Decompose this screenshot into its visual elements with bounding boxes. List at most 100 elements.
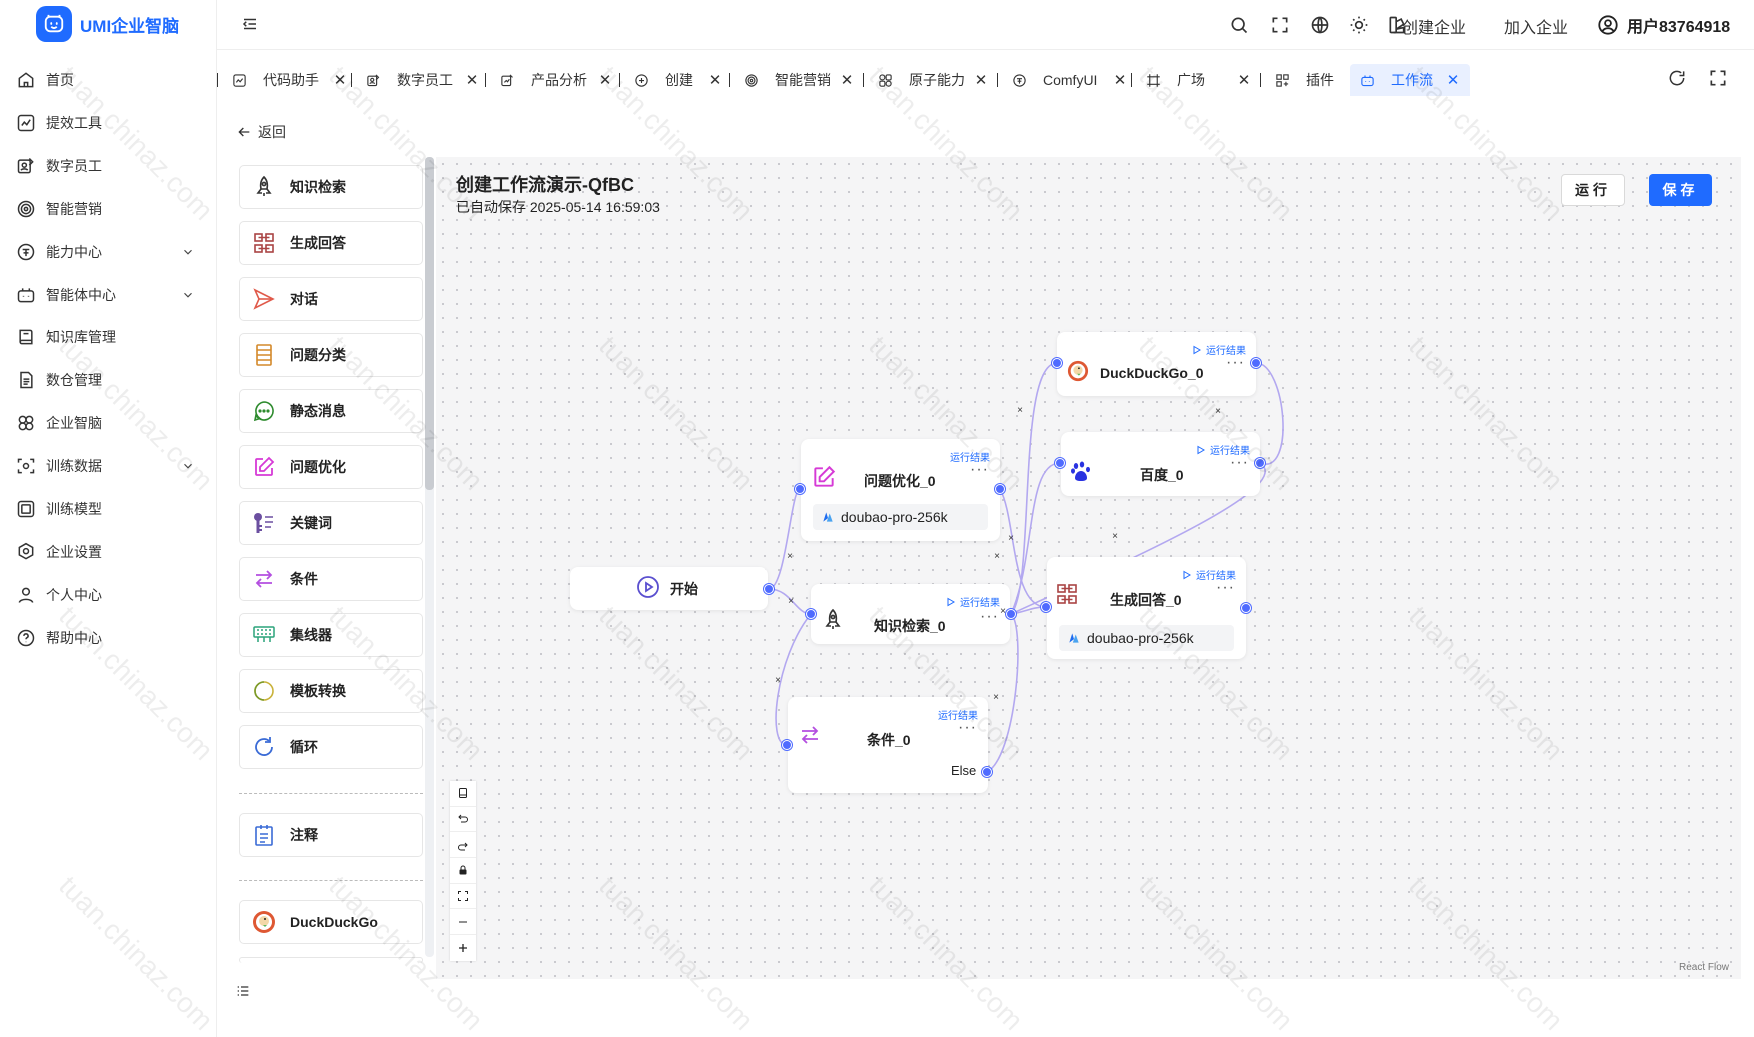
search-icon[interactable] (1229, 15, 1249, 35)
edge-delete-button[interactable]: × (787, 551, 793, 562)
handle-retrieve-out[interactable] (1006, 609, 1016, 619)
edge-delete-button[interactable]: × (1112, 531, 1118, 542)
handle-retrieve-in[interactable] (806, 609, 816, 619)
redo-button[interactable] (450, 832, 476, 859)
edge-delete-button[interactable]: × (1215, 406, 1221, 417)
chevron-down-icon[interactable] (181, 459, 195, 473)
node-optimize[interactable]: 运行结果 问题优化_0 ··· doubao-pro-256k (801, 439, 1000, 541)
palette-item[interactable]: 循环 (239, 725, 423, 769)
join-company-link[interactable]: 加入企业 (1504, 20, 1569, 37)
sidebar-item-13[interactable]: 帮助中心 (0, 618, 217, 658)
refresh-icon[interactable] (1667, 68, 1687, 88)
handle-baidu-out[interactable] (1255, 458, 1265, 468)
edge-retrieve-baidu[interactable] (1010, 462, 1061, 615)
zoom-in-button[interactable] (450, 935, 476, 961)
palette-item-note[interactable]: 注释 (239, 813, 423, 857)
handle-optimize-in[interactable] (795, 484, 805, 494)
tab-4[interactable]: 智能营销 ✕ (729, 64, 854, 96)
tab-close-icon[interactable]: ✕ (598, 72, 612, 89)
handle-start-out[interactable] (764, 584, 774, 594)
node-more-button[interactable]: ··· (1226, 354, 1245, 371)
edge-delete-button[interactable]: × (994, 551, 1000, 562)
list-icon[interactable] (235, 983, 251, 999)
sidebar-item-12[interactable]: 个人中心 (0, 575, 217, 615)
palette-item[interactable]: 条件 (239, 557, 423, 601)
sidebar-item-3[interactable]: 智能营销 (0, 189, 217, 229)
edge-retrieve-condition[interactable] (775, 613, 812, 746)
sidebar-item-11[interactable]: 企业设置 (0, 532, 217, 572)
tab-close-icon[interactable]: ✕ (708, 72, 722, 89)
tab-3[interactable]: 创建 ✕ (619, 64, 722, 96)
fit-view-button[interactable] (450, 884, 476, 910)
sidebar-item-4[interactable]: 能力中心 (0, 232, 217, 272)
handle-duckduckgo-out[interactable] (1251, 358, 1261, 368)
edge-delete-button[interactable]: × (775, 675, 781, 686)
back-button[interactable]: 返回 (236, 122, 286, 142)
tab-close-icon[interactable]: ✕ (1237, 72, 1251, 89)
palette-item[interactable]: 静态消息 (239, 389, 423, 433)
node-answer[interactable]: 运行结果 生成回答_0 ··· doubao-pro-256k (1047, 557, 1246, 659)
palette-item[interactable]: 对话 (239, 277, 423, 321)
handle-baidu-in[interactable] (1055, 458, 1065, 468)
node-retrieve[interactable]: 运行结果 知识检索_0 ··· (811, 584, 1010, 644)
palette-item[interactable]: 生成回答 (239, 221, 423, 265)
node-duckduckgo[interactable]: 运行结果 DuckDuckGo_0 ··· (1057, 332, 1256, 396)
undo-button[interactable] (450, 807, 476, 833)
run-result-link[interactable]: 运行结果 (1182, 567, 1236, 582)
run-result-link[interactable]: 运行结果 (1192, 342, 1246, 357)
language-icon[interactable] (1310, 15, 1330, 35)
run-button[interactable]: 运行 (1561, 174, 1625, 206)
fullscreen-icon[interactable] (1270, 15, 1290, 35)
run-result-link[interactable]: 运行结果 (1196, 442, 1250, 457)
chevron-down-icon[interactable] (181, 245, 195, 259)
sidebar-item-8[interactable]: 企业智脑 (0, 403, 217, 443)
sidebar-item-7[interactable]: 数仓管理 (0, 360, 217, 400)
node-more-button[interactable]: ··· (1230, 454, 1249, 471)
chevron-down-icon[interactable] (181, 288, 195, 302)
tab-2[interactable]: 产品分析 ✕ (485, 64, 612, 96)
edge-delete-button[interactable]: × (1017, 405, 1023, 416)
fullscreen-icon[interactable] (1708, 68, 1728, 88)
theme-sun-icon[interactable] (1349, 15, 1369, 35)
handle-duckduckgo-in[interactable] (1052, 358, 1062, 368)
sidebar-item-0[interactable]: 首页 (0, 60, 217, 100)
workflow-canvas[interactable]: 创建工作流演示-QfBC 已自动保存 2025-05-14 16:59:03 运… (436, 157, 1741, 979)
palette-item[interactable]: 问题优化 (239, 445, 423, 489)
run-result-link[interactable]: 运行结果 (946, 594, 1000, 609)
run-result-link[interactable]: 运行结果 (950, 449, 990, 464)
node-more-button[interactable]: ··· (980, 608, 999, 625)
palette-item[interactable]: 问题分类 (239, 333, 423, 377)
tab-close-icon[interactable]: ✕ (465, 72, 479, 89)
sidebar-item-5[interactable]: 智能体中心 (0, 275, 217, 315)
minimap-toggle-button[interactable] (450, 781, 476, 807)
node-more-button[interactable]: ··· (958, 719, 977, 736)
tab-close-icon[interactable]: ✕ (1113, 72, 1127, 89)
palette-item[interactable]: 集线器 (239, 613, 423, 657)
palette-item[interactable]: 关键词 (239, 501, 423, 545)
react-flow-attribution[interactable]: React Flow (1678, 962, 1729, 973)
sidebar-item-6[interactable]: 知识库管理 (0, 317, 217, 357)
node-start[interactable]: 开始 (570, 567, 768, 610)
tab-5[interactable]: 原子能力 ✕ (863, 64, 988, 96)
palette-item-duckduckgo[interactable]: DuckDuckGo (239, 900, 423, 944)
save-button[interactable]: 保存 (1649, 174, 1712, 206)
tab-close-icon[interactable]: ✕ (840, 72, 854, 89)
node-more-button[interactable]: ··· (1216, 579, 1235, 596)
palette-scrollbar[interactable] (425, 157, 434, 957)
sidebar-item-10[interactable]: 训练模型 (0, 489, 217, 529)
run-result-link[interactable]: 运行结果 (938, 707, 978, 722)
menu-collapse-icon[interactable] (241, 15, 259, 33)
tab-close-icon[interactable]: ✕ (974, 72, 988, 89)
node-baidu[interactable]: 运行结果 百度_0 ··· (1061, 432, 1260, 496)
tab-9[interactable]: 工作流 ✕ (1350, 64, 1470, 96)
user-menu[interactable]: 用户83764918 (1597, 13, 1730, 37)
palette-item[interactable]: 知识检索 (239, 165, 423, 209)
sidebar-item-9[interactable]: 训练数据 (0, 446, 217, 486)
handle-condition-in[interactable] (782, 740, 792, 750)
edge-condition-answer[interactable] (986, 613, 1019, 773)
node-condition[interactable]: 运行结果 条件_0 ··· Else (788, 697, 988, 793)
edge-delete-button[interactable]: × (1000, 606, 1006, 617)
palette-item[interactable]: 模板转换 (239, 669, 423, 713)
node-model-badge[interactable]: doubao-pro-256k (813, 504, 988, 530)
handle-optimize-out[interactable] (995, 484, 1005, 494)
